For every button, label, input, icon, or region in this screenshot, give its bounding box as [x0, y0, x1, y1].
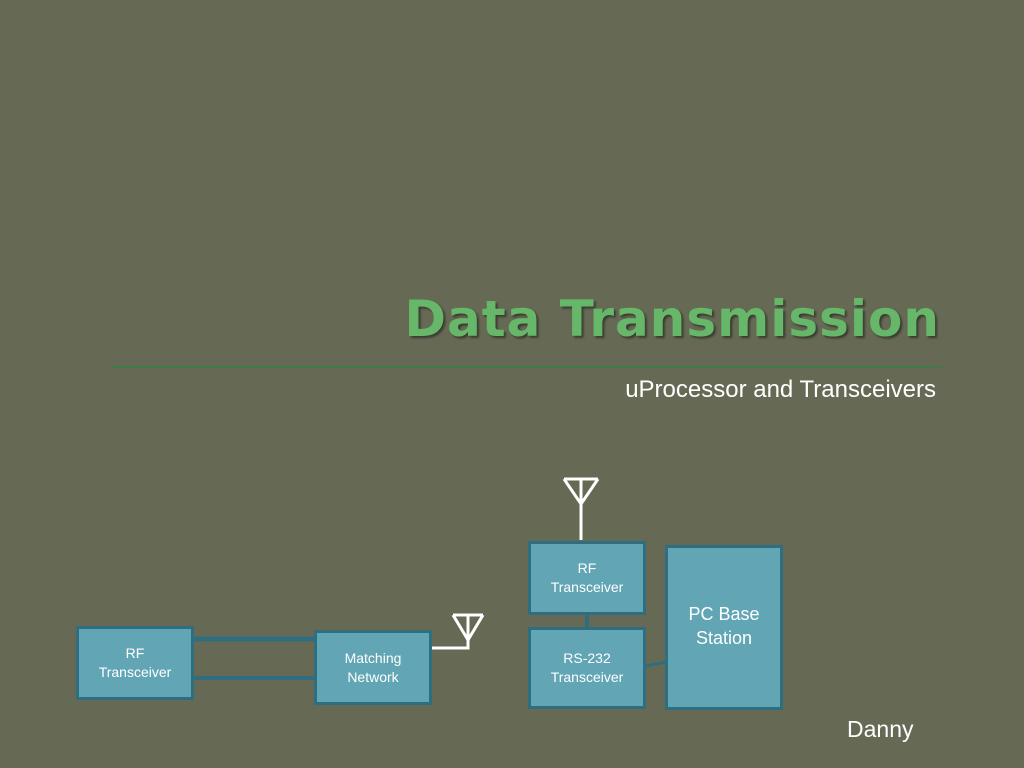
box-label: RS-232 [563, 650, 611, 666]
box-label: Transceiver [550, 669, 624, 685]
box-label: PC Base [688, 604, 760, 624]
author-name: Danny [847, 716, 914, 742]
title-divider [112, 366, 942, 368]
box-label: Matching [344, 649, 402, 666]
box-label: RF [125, 645, 145, 661]
pc-base-station-box: PC Base Station [665, 545, 783, 710]
box-label: Transceiver [550, 579, 624, 595]
rs232-transceiver-box: RS-232 Transceiver [528, 627, 646, 709]
slide-title: Data Transmission [404, 290, 940, 348]
matching-network-box: Matching Network [314, 630, 432, 705]
rf-transceiver-right-box: RF Transceiver [528, 541, 646, 615]
box-label: Network [347, 668, 399, 685]
box-label: Station [695, 628, 753, 648]
antenna-icon-left [428, 613, 485, 650]
antenna-icon-right [562, 477, 600, 540]
rf-transceiver-left-box: RF Transceiver [76, 626, 194, 700]
box-label: Transceiver [98, 664, 172, 680]
slide-subtitle: uProcessor and Transceivers [625, 376, 936, 403]
connector-rs232-to-pc [644, 660, 668, 668]
box-label: RF [577, 560, 597, 576]
